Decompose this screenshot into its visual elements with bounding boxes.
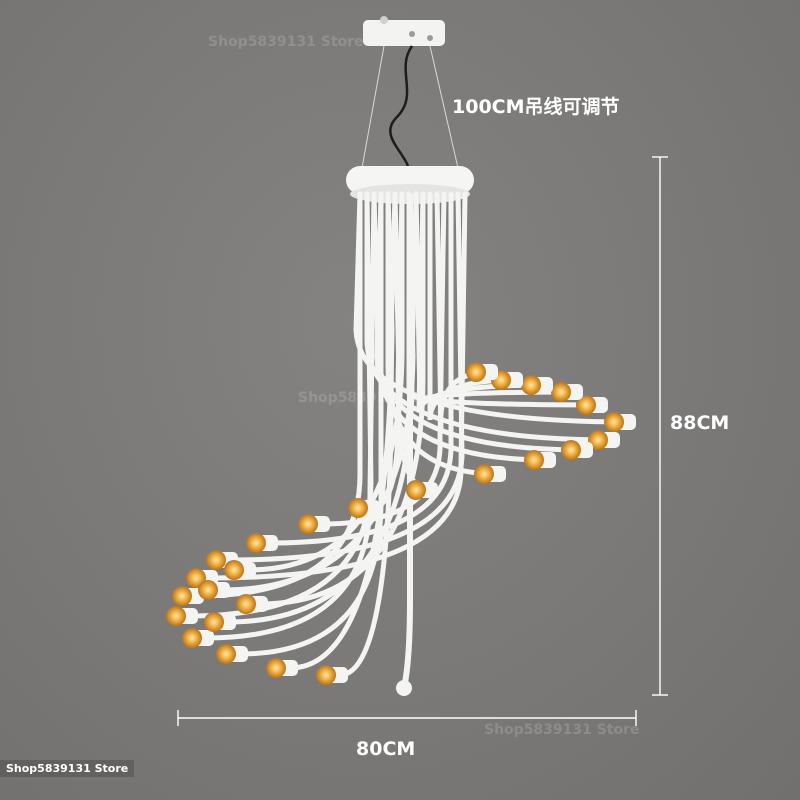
watermark: Shop5839131 Store xyxy=(208,34,364,50)
arm xyxy=(193,191,363,599)
arm xyxy=(207,191,468,581)
bulb xyxy=(206,550,226,570)
suspension-wires xyxy=(361,45,459,169)
store-name-tag: Shop5839131 Store xyxy=(0,760,135,777)
height-label: 88CM xyxy=(670,412,730,434)
bulb xyxy=(406,480,426,500)
watermark: Shop5839131 Store xyxy=(298,390,454,406)
bulb xyxy=(166,606,186,626)
rod-end-cap xyxy=(396,680,412,696)
power-cord xyxy=(389,45,414,167)
bulb xyxy=(316,665,336,685)
bulb xyxy=(198,580,218,600)
watermark: Shop5839131 Store xyxy=(484,722,640,738)
cable-length-label: 100CM吊线可调节 xyxy=(452,96,620,118)
bulbs xyxy=(166,362,636,685)
bulb xyxy=(236,594,256,614)
bulb xyxy=(521,375,541,395)
bulb xyxy=(348,498,368,518)
width-dimension-line xyxy=(177,710,637,726)
bulb xyxy=(576,395,596,415)
bulb xyxy=(298,514,318,534)
bulb xyxy=(172,586,192,606)
bulb xyxy=(474,464,494,484)
bulb xyxy=(466,362,486,382)
ceiling-canopy xyxy=(363,16,445,46)
bulb xyxy=(266,658,286,678)
bulb xyxy=(604,412,624,432)
width-label: 80CM xyxy=(356,738,416,760)
height-dimension-line xyxy=(652,156,668,696)
bulb xyxy=(588,430,608,450)
arm xyxy=(337,191,398,678)
bulb xyxy=(246,533,266,553)
bulb xyxy=(524,450,544,470)
fixture-arms xyxy=(187,191,631,696)
bulb xyxy=(224,560,244,580)
bulb xyxy=(182,628,202,648)
arm xyxy=(257,191,426,607)
bulb xyxy=(216,644,236,664)
bulb xyxy=(551,382,571,402)
bulb xyxy=(561,440,581,460)
bulb xyxy=(204,612,224,632)
